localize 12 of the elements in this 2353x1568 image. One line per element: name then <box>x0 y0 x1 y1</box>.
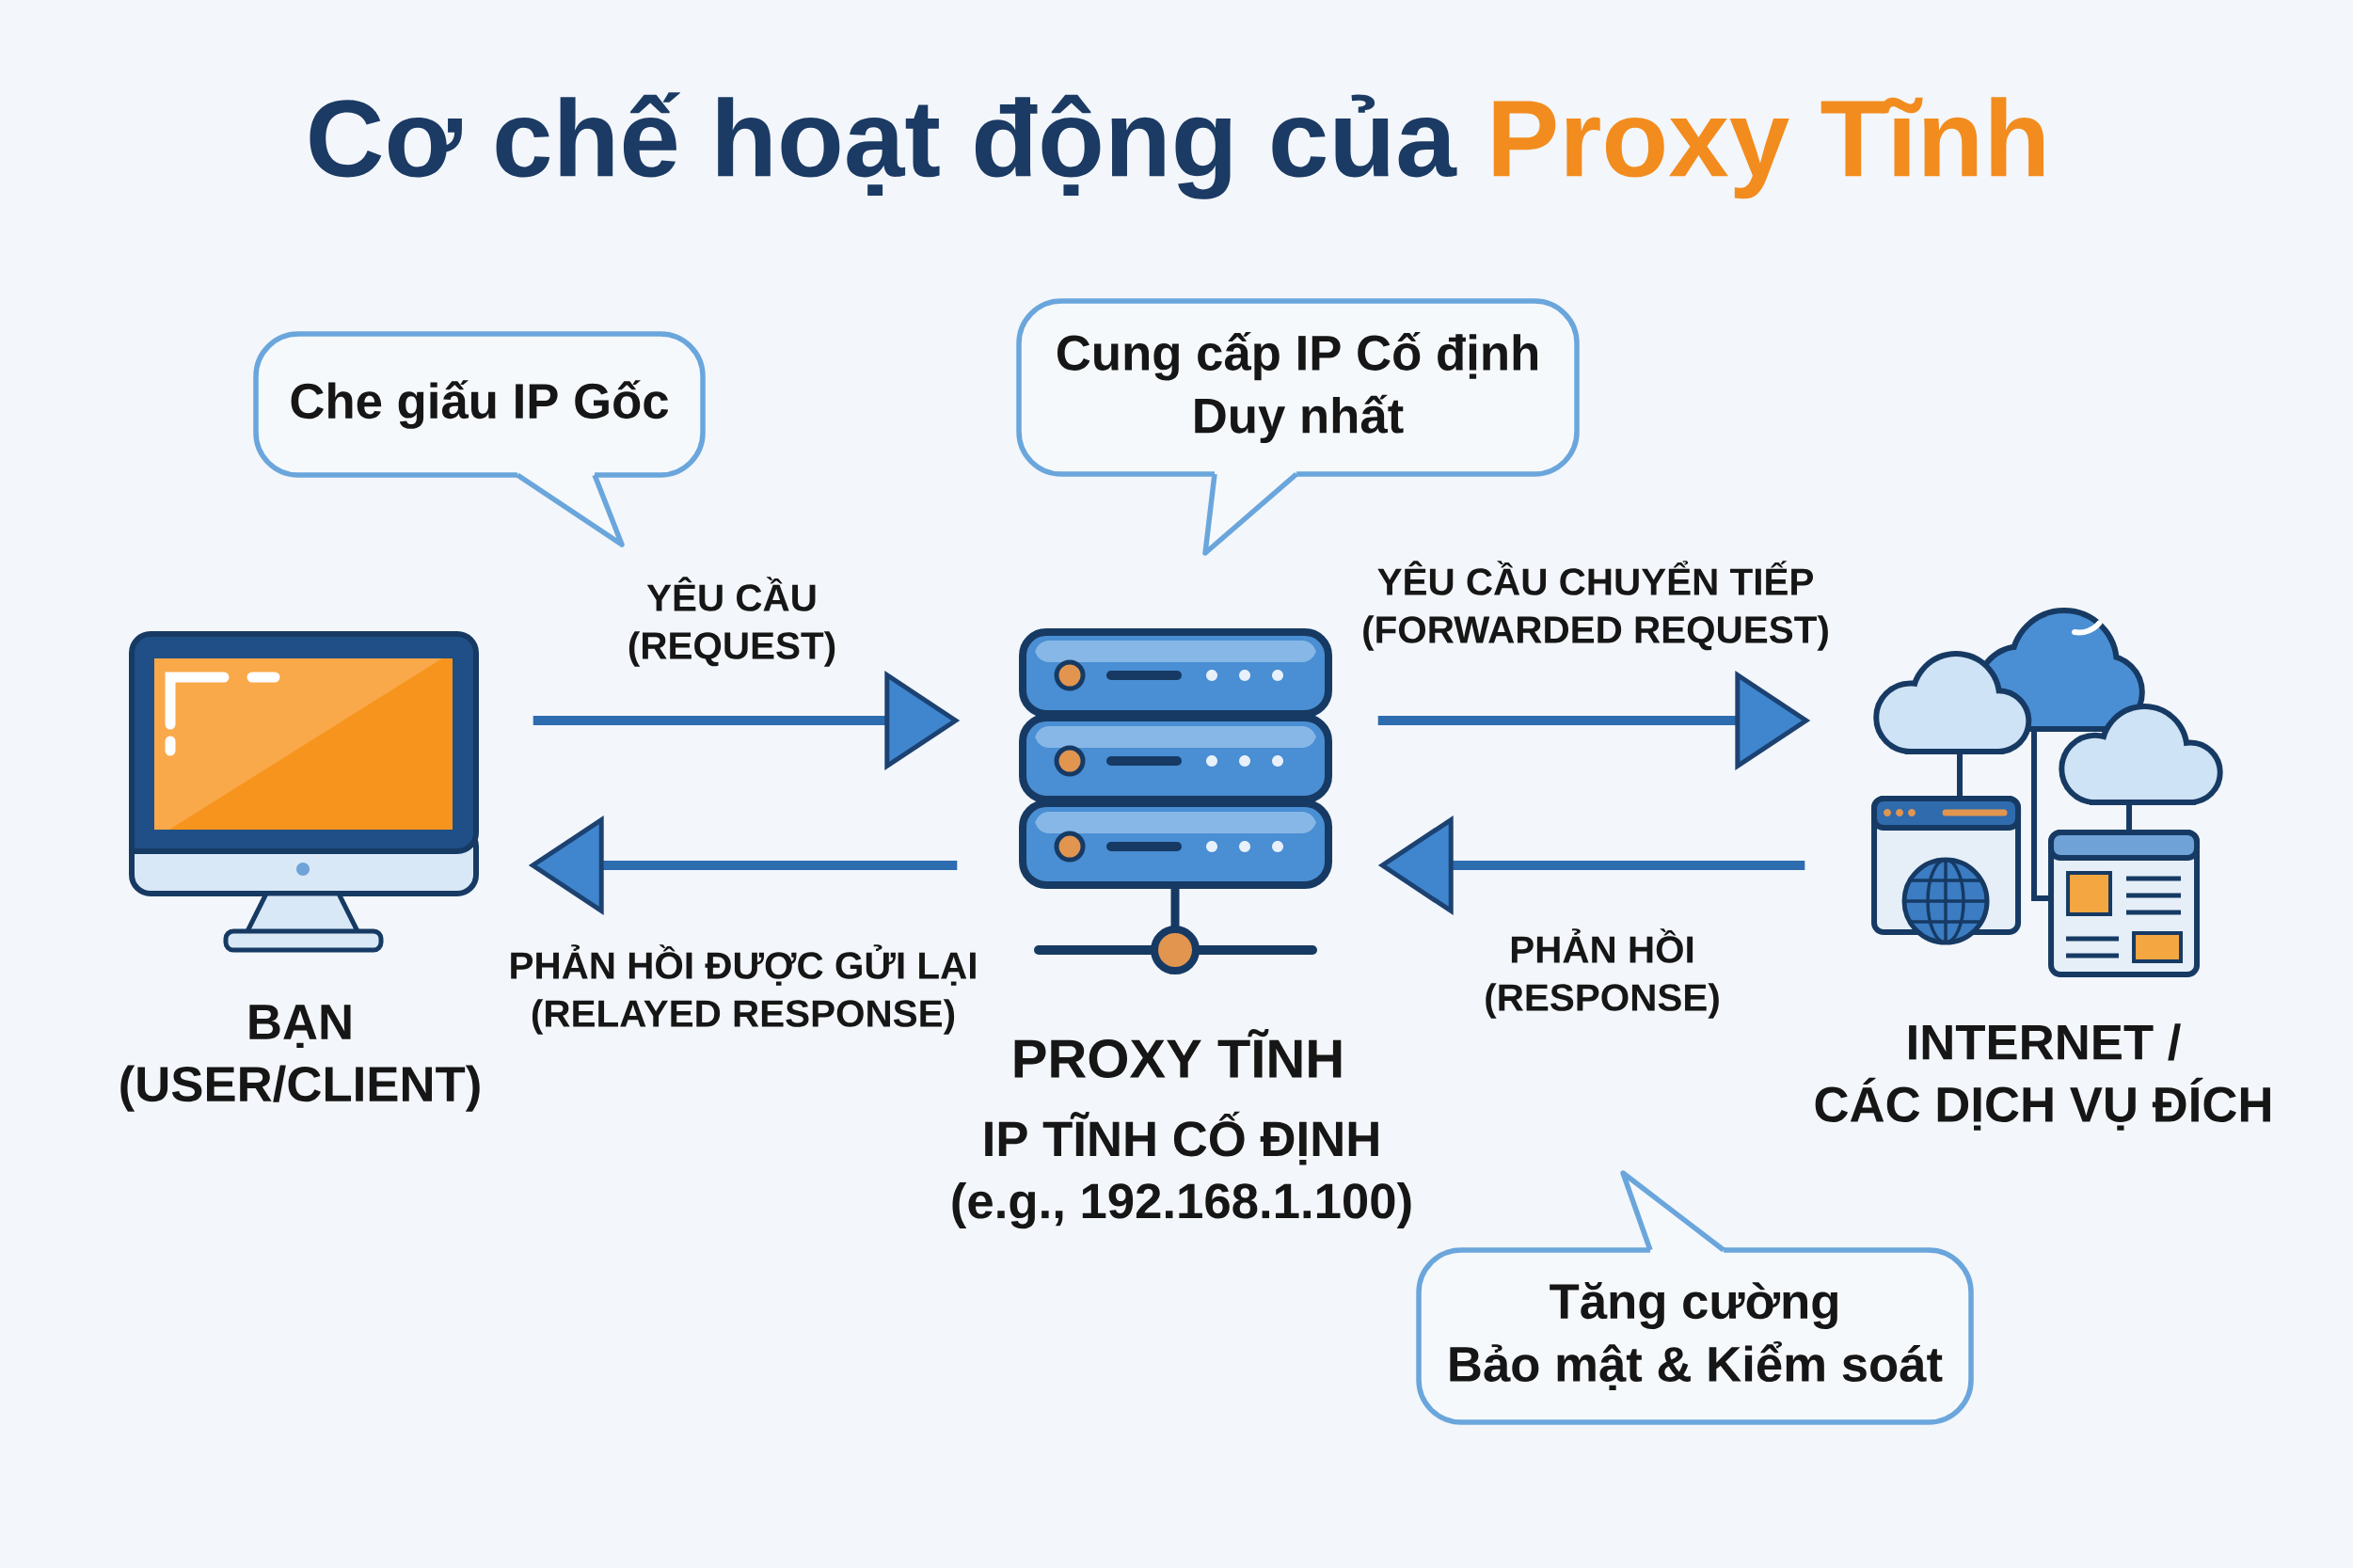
node-label: IP TĨNH CỐ ĐỊNH (e.g., 192.168.1.100) <box>952 1111 1411 1229</box>
node-label: INTERNET / CÁC DỊCH VỤ ĐÍCH <box>1815 1023 2270 1131</box>
speech-bubble: Che giấu IP Gốc <box>253 331 706 547</box>
title: Cơ chế hoạt động của Proxy Tĩnh <box>310 92 2044 199</box>
edge-label: PHẢN HỒI ĐƯỢC GỬI LẠI (RELAYED RESPONSE) <box>511 944 976 1035</box>
edge-label: PHẢN HỒI (RESPONSE) <box>1486 928 1719 1019</box>
speech-bubble: Cung cấp IP Cố định Duy nhất <box>1016 298 1580 556</box>
node-label: BẠN (USER/CLIENT) <box>120 1005 480 1112</box>
speech-bubble: Tăng cường Bảo mật & Kiểm soát <box>1416 1170 1974 1425</box>
edge-label: YÊU CẦU (REQUEST) <box>628 577 835 667</box>
edge-label: YÊU CẦU CHUYỂN TIẾP (FORWARDED REQUEST) <box>1363 561 1828 651</box>
node-label: PROXY TĨNH <box>1014 1028 1342 1079</box>
